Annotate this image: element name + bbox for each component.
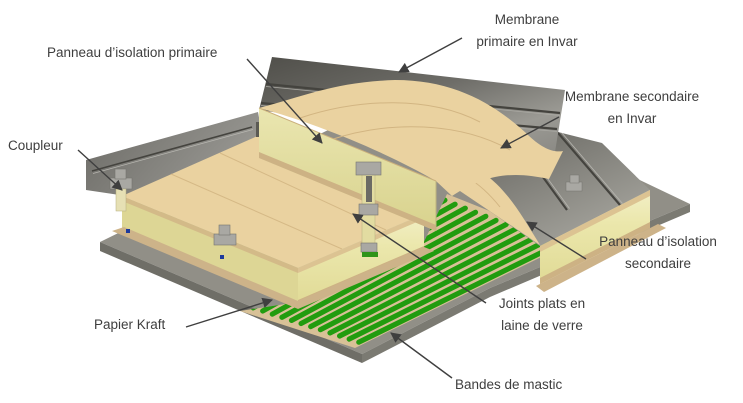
label-line: en Invar	[607, 111, 657, 126]
arrow-panneau-primaire	[246, 58, 323, 144]
coupler-tower	[355, 161, 382, 257]
label-line: Joints plats en	[498, 296, 586, 311]
label-line: primaire en Invar	[476, 34, 578, 49]
mastic-strip	[346, 238, 550, 342]
mastic-strip	[298, 217, 499, 327]
secondary-panel-left	[109, 134, 434, 309]
arrow-panneau-secondaire	[526, 221, 587, 260]
label-panneau-isolation-primaire: Panneau d’isolation primaire	[47, 45, 218, 60]
secondary-membrane-left	[86, 112, 262, 198]
label-line: Panneau d’isolation	[599, 234, 717, 249]
arrow-papier-kraft	[185, 297, 274, 328]
coupler-front-edge	[213, 224, 237, 246]
arrow-joints-plats	[352, 213, 487, 304]
coupler-right	[565, 174, 583, 192]
label-panneau-isolation-secondaire: Panneau d’isolation secondaire	[558, 231, 743, 275]
mastic-strip	[308, 221, 509, 330]
label-membrane-secondaire: Membrane secondaire en Invar	[532, 86, 732, 130]
mastic-strip	[317, 225, 520, 333]
secondary-panel-right	[420, 86, 666, 292]
label-line: Membrane	[494, 12, 560, 27]
label-line: Membrane secondaire	[564, 89, 700, 104]
label-bandes-mastic: Bandes de mastic	[455, 377, 563, 392]
mastic-strip	[337, 234, 540, 339]
label-line: secondaire	[624, 256, 692, 271]
leader-arrows	[77, 37, 587, 379]
label-joints-plats: Joints plats en laine de verre	[462, 293, 622, 337]
label-coupleur: Coupleur	[8, 138, 63, 153]
label-papier-kraft: Papier Kraft	[94, 317, 166, 332]
primary-panel-center	[258, 80, 563, 231]
mastic-strip	[356, 242, 561, 345]
arrow-membrane-primaire	[398, 37, 463, 73]
arrow-membrane-secondaire	[500, 116, 560, 149]
arrow-bandes-mastic	[390, 332, 453, 379]
arrow-coupleur	[77, 149, 123, 191]
label-membrane-primaire: Membrane primaire en Invar	[427, 9, 627, 53]
label-line: laine de verre	[501, 318, 583, 333]
mastic-strip	[327, 229, 530, 336]
